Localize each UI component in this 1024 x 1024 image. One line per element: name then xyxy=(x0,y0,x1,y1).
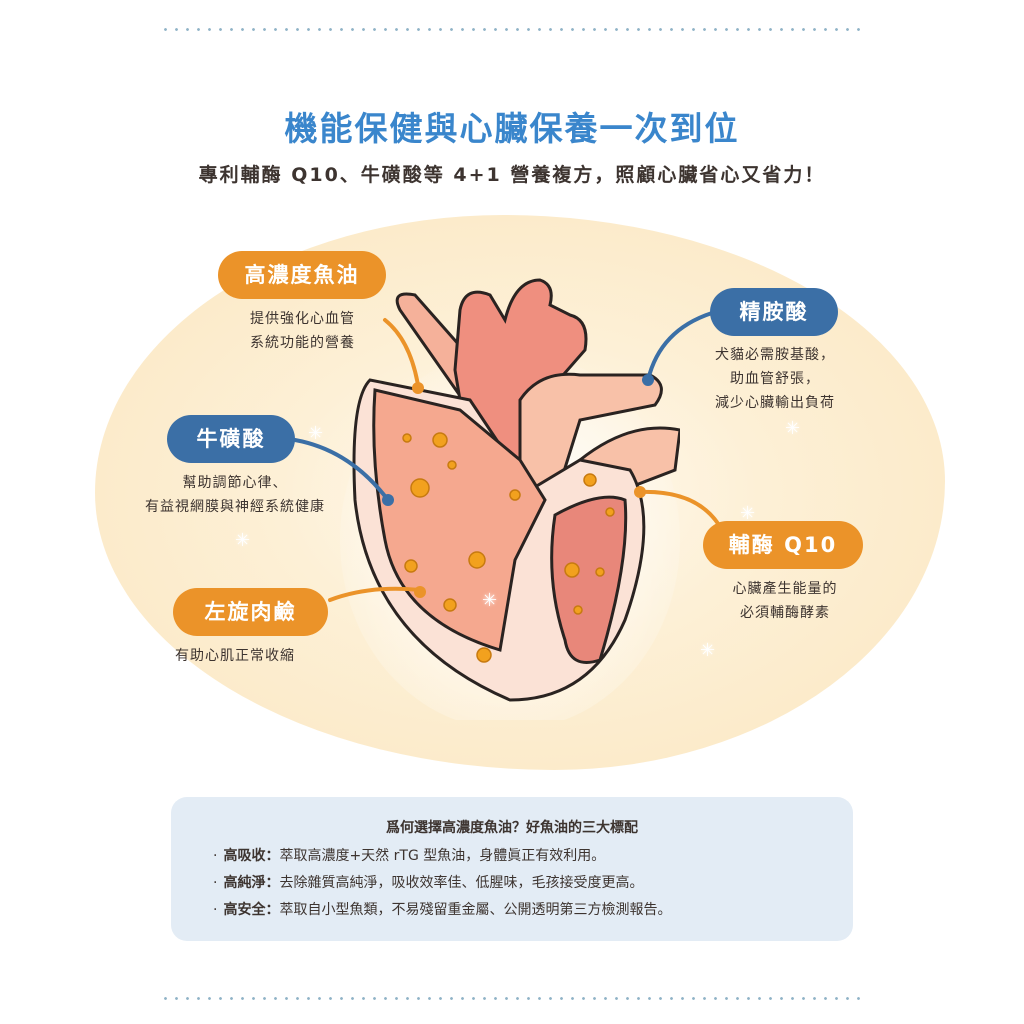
callout-pill-arginine: 精胺酸 xyxy=(710,288,838,336)
info-text: 去除雜質高純淨，吸收效率佳、低腥味，毛孩接受度更高。 xyxy=(279,875,644,891)
desc-line: 有益視網膜與神經系統健康 xyxy=(145,499,325,515)
sparkle-icon: ✳ xyxy=(785,418,801,439)
callout-desc-l-carnitine: 有助心肌正常收縮 xyxy=(165,644,335,668)
top-dotted-divider xyxy=(160,28,865,31)
info-term: 高純淨： xyxy=(223,875,280,891)
sparkle-icon: ✳ xyxy=(482,590,498,611)
bottom-dotted-divider xyxy=(160,997,865,1000)
callout-desc-fish-oil: 提供強化心血管 系統功能的營養 xyxy=(225,307,380,355)
info-item-absorption: · 高吸收：萃取高濃度+天然 rTG 型魚油，身體眞正有效利用。 xyxy=(213,843,853,870)
desc-line: 助血管舒張， xyxy=(730,371,820,387)
callout-pill-fish-oil: 高濃度魚油 xyxy=(218,251,386,299)
desc-line: 必須輔酶酵素 xyxy=(740,605,830,621)
bullet-icon: · xyxy=(213,848,218,864)
desc-line: 犬貓必需胺基酸， xyxy=(715,347,835,363)
callout-pill-l-carnitine: 左旋肉鹼 xyxy=(173,588,328,636)
callout-pill-coq10: 輔酶 Q10 xyxy=(703,521,863,569)
page-title: 機能保健與心臟保養一次到位 xyxy=(284,109,740,148)
desc-line: 提供強化心血管 xyxy=(250,311,355,327)
info-text: 萃取自小型魚類，不易殘留重金屬、公開透明第三方檢測報告。 xyxy=(279,902,672,918)
desc-line: 系統功能的營養 xyxy=(250,335,355,351)
heart-anatomy-icon xyxy=(340,278,680,720)
info-box: 爲何選擇高濃度魚油？好魚油的三大標配 · 高吸收：萃取高濃度+天然 rTG 型魚油… xyxy=(171,797,853,941)
sparkle-icon: ✳ xyxy=(308,423,324,444)
info-box-title: 爲何選擇高濃度魚油？好魚油的三大標配 xyxy=(386,820,638,836)
info-term: 高安全： xyxy=(223,902,280,918)
callout-desc-coq10: 心臟產生能量的 必須輔酶酵素 xyxy=(705,577,865,625)
desc-line: 心臟產生能量的 xyxy=(732,581,838,597)
bullet-icon: · xyxy=(213,875,218,891)
callout-pill-taurine: 牛磺酸 xyxy=(167,415,295,463)
info-item-purity: · 高純淨：去除雜質高純淨，吸收效率佳、低腥味，毛孩接受度更高。 xyxy=(213,870,853,897)
desc-line: 有助心肌正常收縮 xyxy=(175,648,295,664)
sparkle-icon: ✳ xyxy=(740,503,756,524)
info-text: 萃取高濃度+天然 rTG 型魚油，身體眞正有效利用。 xyxy=(279,848,606,864)
info-item-safety: · 高安全：萃取自小型魚類，不易殘留重金屬、公開透明第三方檢測報告。 xyxy=(213,897,853,924)
sparkle-icon: ✳ xyxy=(700,640,716,661)
desc-line: 幫助調節心律、 xyxy=(182,475,288,491)
bullet-icon: · xyxy=(213,902,218,918)
callout-desc-arginine: 犬貓必需胺基酸， 助血管舒張， 減少心臟輸出負荷 xyxy=(690,343,860,415)
desc-line: 減少心臟輸出負荷 xyxy=(715,395,835,411)
callout-desc-taurine: 幫助調節心律、 有益視網膜與神經系統健康 xyxy=(110,471,360,519)
info-term: 高吸收： xyxy=(223,848,280,864)
sparkle-icon: ✳ xyxy=(235,530,251,551)
page-subtitle: 專利輔酶 Q10、牛磺酸等 4+1 營養複方，照顧心臟省心又省力！ xyxy=(198,164,826,186)
